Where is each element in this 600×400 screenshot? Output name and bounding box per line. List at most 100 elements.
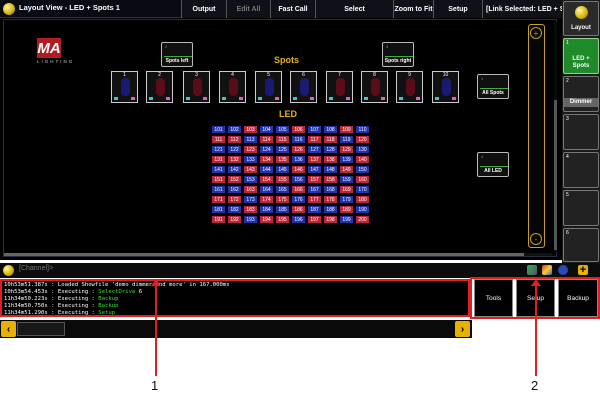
- command-menu-icon[interactable]: [3, 265, 14, 276]
- led-fixture[interactable]: 142: [227, 165, 242, 174]
- led-fixture[interactable]: 188: [323, 205, 338, 214]
- grid-icon[interactable]: [527, 265, 537, 275]
- led-fixture[interactable]: 169: [339, 185, 354, 194]
- scroll-left-icon[interactable]: ‹: [1, 321, 16, 337]
- led-fixture[interactable]: 183: [243, 205, 258, 214]
- spot-fixture[interactable]: 1: [111, 71, 138, 103]
- led-fixture[interactable]: 193: [243, 215, 258, 224]
- led-fixture[interactable]: 196: [291, 215, 306, 224]
- led-fixture[interactable]: 125: [275, 145, 290, 154]
- led-fixture[interactable]: 101: [211, 125, 226, 134]
- led-fixture[interactable]: 122: [227, 145, 242, 154]
- led-fixture[interactable]: 138: [323, 155, 338, 164]
- view-button-empty[interactable]: 3: [563, 114, 599, 150]
- fast-call-button[interactable]: Fast Call: [270, 0, 315, 18]
- led-fixture[interactable]: 189: [339, 205, 354, 214]
- led-fixture[interactable]: 130: [355, 145, 370, 154]
- led-fixture[interactable]: 170: [355, 185, 370, 194]
- led-fixture[interactable]: 115: [275, 135, 290, 144]
- edit-all-button[interactable]: Edit All: [226, 0, 270, 18]
- led-fixture[interactable]: 173: [243, 195, 258, 204]
- led-fixture[interactable]: 159: [339, 175, 354, 184]
- add-icon[interactable]: +: [578, 264, 588, 276]
- led-fixture[interactable]: 181: [211, 205, 226, 214]
- led-fixture[interactable]: 195: [275, 215, 290, 224]
- link-selected-status[interactable]: [Link Selected: LED + S: [482, 0, 562, 18]
- led-fixture[interactable]: 117: [307, 135, 322, 144]
- backup-button[interactable]: Backup: [558, 279, 598, 317]
- led-fixture[interactable]: 141: [211, 165, 226, 174]
- spot-fixture[interactable]: 4: [219, 71, 246, 103]
- led-fixture[interactable]: 107: [307, 125, 322, 134]
- led-fixture[interactable]: 174: [259, 195, 274, 204]
- tools-button[interactable]: Tools: [474, 279, 513, 317]
- spot-fixture[interactable]: 9: [396, 71, 423, 103]
- led-fixture[interactable]: 136: [291, 155, 306, 164]
- led-fixture[interactable]: 108: [323, 125, 338, 134]
- led-fixture[interactable]: 168: [323, 185, 338, 194]
- led-fixture[interactable]: 111: [211, 135, 226, 144]
- layout-pool-header[interactable]: Layout: [563, 1, 599, 36]
- led-fixture[interactable]: 157: [307, 175, 322, 184]
- led-fixture[interactable]: 150: [355, 165, 370, 174]
- led-fixture[interactable]: 156: [291, 175, 306, 184]
- led-fixture[interactable]: 127: [307, 145, 322, 154]
- led-fixture[interactable]: 109: [339, 125, 354, 134]
- view-button-empty[interactable]: 6: [563, 228, 599, 262]
- led-fixture[interactable]: 131: [211, 155, 226, 164]
- led-fixture[interactable]: 197: [307, 215, 322, 224]
- spot-fixture[interactable]: 5: [255, 71, 282, 103]
- select-button[interactable]: Select: [315, 0, 393, 18]
- led-fixture[interactable]: 175: [275, 195, 290, 204]
- spot-fixture[interactable]: 3: [183, 71, 210, 103]
- zoom-to-fit-button[interactable]: Zoom to Fit: [393, 0, 433, 18]
- bottom-scrollbar[interactable]: [0, 320, 472, 338]
- led-fixture[interactable]: 143: [243, 165, 258, 174]
- group-all-led[interactable]: 4 All LED: [477, 152, 509, 177]
- led-fixture[interactable]: 132: [227, 155, 242, 164]
- led-fixture[interactable]: 113: [243, 135, 258, 144]
- led-fixture[interactable]: 187: [307, 205, 322, 214]
- led-fixture[interactable]: 199: [339, 215, 354, 224]
- led-fixture[interactable]: 190: [355, 205, 370, 214]
- led-fixture[interactable]: 180: [355, 195, 370, 204]
- led-fixture[interactable]: 163: [243, 185, 258, 194]
- led-fixture[interactable]: 149: [339, 165, 354, 174]
- led-fixture[interactable]: 172: [227, 195, 242, 204]
- spot-fixture[interactable]: 6: [290, 71, 317, 103]
- command-prompt[interactable]: [Channel]>: [19, 265, 54, 272]
- led-fixture[interactable]: 103: [243, 125, 258, 134]
- led-fixture[interactable]: 184: [259, 205, 274, 214]
- zoom-in-icon[interactable]: +: [530, 27, 542, 39]
- led-fixture[interactable]: 147: [307, 165, 322, 174]
- led-fixture[interactable]: 134: [259, 155, 274, 164]
- led-fixture[interactable]: 165: [275, 185, 290, 194]
- led-fixture[interactable]: 151: [211, 175, 226, 184]
- led-fixture[interactable]: 116: [291, 135, 306, 144]
- led-fixture[interactable]: 155: [275, 175, 290, 184]
- led-fixture[interactable]: 186: [291, 205, 306, 214]
- led-fixture[interactable]: 153: [243, 175, 258, 184]
- led-fixture[interactable]: 112: [227, 135, 242, 144]
- group-spots-left[interactable]: 2 Spots left: [161, 42, 193, 67]
- color-picker-icon[interactable]: [542, 265, 552, 275]
- led-fixture[interactable]: 182: [227, 205, 242, 214]
- spot-fixture[interactable]: 10: [432, 71, 459, 103]
- horizontal-scroll-thumb[interactable]: [4, 253, 524, 256]
- view-button-dimmer[interactable]: 2 Dimmer: [563, 76, 599, 112]
- led-fixture[interactable]: 123: [243, 145, 258, 154]
- led-fixture[interactable]: 124: [259, 145, 274, 154]
- led-fixture[interactable]: 166: [291, 185, 306, 194]
- globe-icon[interactable]: [558, 265, 568, 275]
- led-fixture[interactable]: 162: [227, 185, 242, 194]
- led-fixture[interactable]: 120: [355, 135, 370, 144]
- led-fixture[interactable]: 114: [259, 135, 274, 144]
- view-button-empty[interactable]: 4: [563, 152, 599, 188]
- group-all-spots[interactable]: 1 All Spots: [477, 74, 509, 99]
- group-spots-right[interactable]: 3 Spots right: [382, 42, 414, 67]
- led-fixture[interactable]: 105: [275, 125, 290, 134]
- led-fixture[interactable]: 158: [323, 175, 338, 184]
- led-fixture[interactable]: 148: [323, 165, 338, 174]
- led-fixture[interactable]: 129: [339, 145, 354, 154]
- led-fixture[interactable]: 104: [259, 125, 274, 134]
